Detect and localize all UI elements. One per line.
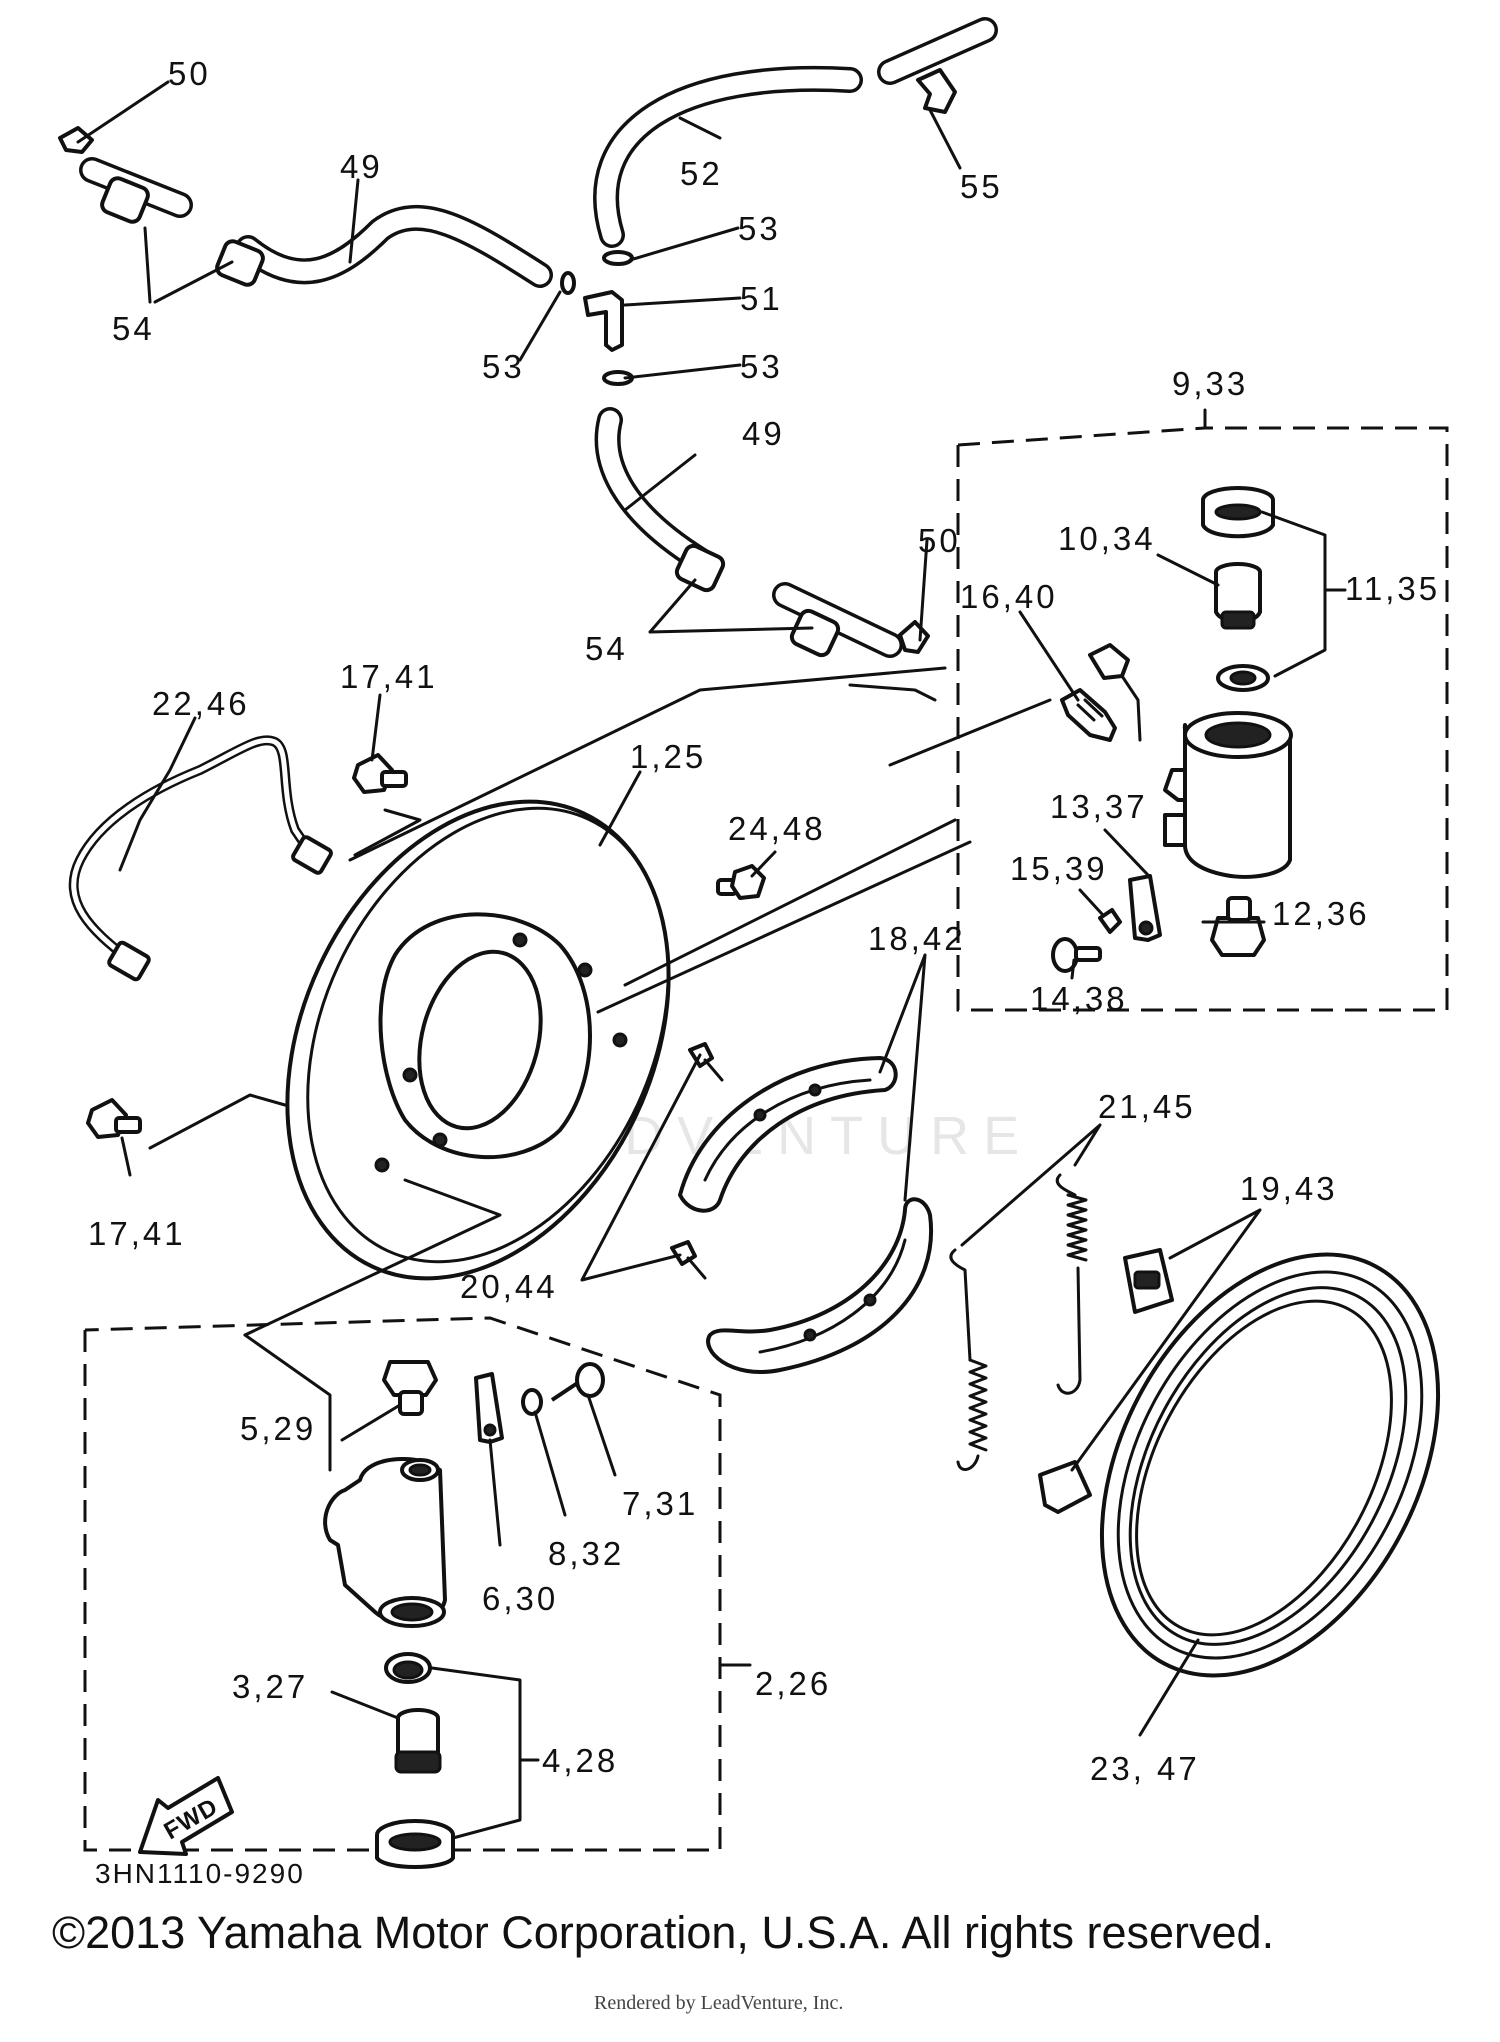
callout-20-44: 20,44 [460,1268,558,1305]
brake-shoe-plate-1-25 [285,799,671,1281]
adjuster-plate-19-43 [1038,1248,1174,1514]
return-spring-21-45-short [1055,1173,1088,1395]
callout-15-39: 15,39 [1010,850,1108,887]
piston-3-27 [394,1708,442,1774]
bolt-17-41-upper [352,753,408,794]
pin-20-44 [670,1042,724,1280]
spring-washer-8-32 [521,1388,543,1416]
callout-12-36: 12,36 [1272,895,1370,932]
callout-55: 55 [960,168,1003,205]
breather-hose-49-upper [79,157,553,288]
render-credit: Rendered by LeadVenture, Inc. [594,1992,844,2014]
spring-washer-15-39 [1098,908,1122,934]
callout-7-31: 7,31 [622,1485,698,1522]
wheel-cylinder-box-2-26 [83,1316,722,1852]
adjuster-5-29 [382,1360,438,1416]
callout-53: 53 [738,210,781,247]
callout-8-32: 8,32 [548,1535,624,1572]
brake-pipe-22-46 [68,735,333,982]
t-joint-51 [583,290,624,352]
wheel-cylinder-body-upper [1163,711,1293,879]
callout-53: 53 [740,348,783,385]
callout-2-26: 2,26 [755,1665,831,1702]
brake-shoe-18-42-lower [706,1197,934,1374]
bolt-17-41-lower [86,1098,142,1139]
plate-13-37 [1128,874,1162,942]
wheel-cylinder-box-9-33 [956,408,1449,1012]
callout-17-41: 17,41 [340,658,438,695]
callout-54: 54 [112,310,155,347]
callout-22-46: 22,46 [152,685,250,722]
breather-hose-49-lower [594,407,903,658]
callout-52: 52 [680,155,723,192]
bolt-24-48 [716,864,766,900]
callout-17-41: 17,41 [88,1215,186,1252]
bleeder-16-40 [1060,643,1142,742]
screw-7-31 [550,1362,605,1402]
callout-3-27: 3,27 [232,1668,308,1705]
screw-14-38 [1051,937,1102,973]
callout-49: 49 [742,415,785,452]
callout-50: 50 [918,522,961,559]
plate-6-30 [474,1372,504,1444]
hose-holder-55 [916,68,957,114]
brake-drum-23-47 [1099,1252,1441,1678]
callout-5-29: 5,29 [240,1410,316,1447]
callout-6-30: 6,30 [482,1580,558,1617]
drawing-number: 3HN1110-9290 [95,1858,305,1889]
callout-13-37: 13,37 [1050,788,1148,825]
dust-boot-4-28 [375,1652,455,1869]
callout-10-34: 10,34 [1058,520,1156,557]
callout-51: 51 [740,280,783,317]
callout-9-33: 9,33 [1172,365,1248,402]
brake-shoe-18-42-upper [678,1056,898,1213]
leader-lines [76,80,1347,1840]
callout-53: 53 [482,348,525,385]
callout-54: 54 [585,630,628,667]
callout-19-43: 19,43 [1240,1170,1338,1207]
adjuster-12-36 [1210,896,1266,957]
copyright-notice: ©2013 Yamaha Motor Corporation, U.S.A. A… [52,1907,1275,1958]
callout-24-48: 24,48 [728,810,826,847]
breather-hose-52 [593,17,998,248]
dust-boot-11-35 [1201,486,1275,692]
piston-10-34 [1214,562,1262,630]
callout-21-45: 21,45 [1098,1088,1196,1125]
callout-14-38: 14,38 [1030,980,1128,1017]
callout-18-42: 18,42 [868,920,966,957]
callout-1-25: 1,25 [630,738,706,775]
fwd-arrow: FWD [138,1776,234,1856]
callout-49: 49 [340,148,383,185]
callout-4-28: 4,28 [542,1742,618,1779]
callout-11-35: 11,35 [1345,570,1440,607]
callout-23-47: 23, 47 [1090,1750,1200,1787]
hose-clamp-54 [100,176,841,658]
return-spring-21-45-long [949,1248,988,1471]
reference-lines [148,666,1052,1472]
wheel-cylinder-body-lower [323,1457,447,1628]
callout-16-40: 16,40 [960,578,1058,615]
callout-50: 50 [168,55,211,92]
